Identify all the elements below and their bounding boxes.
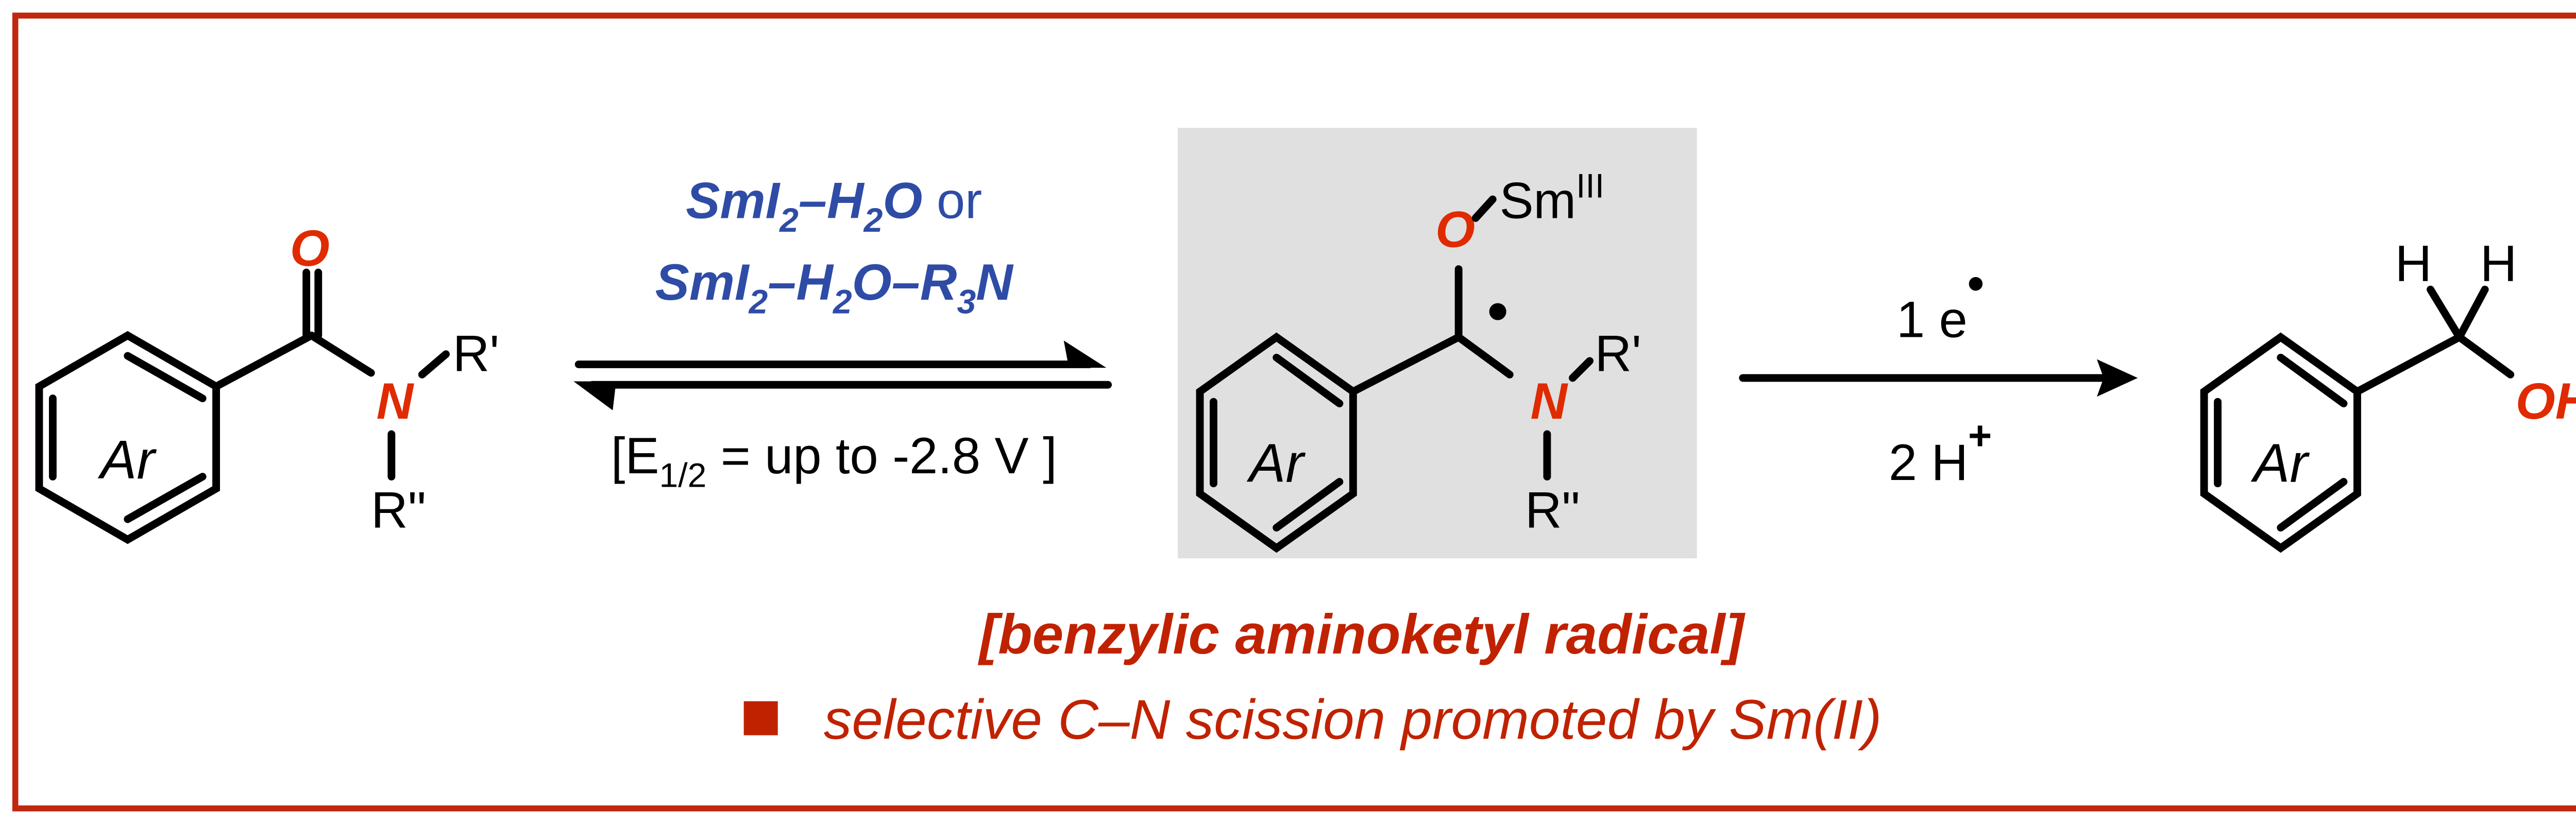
selectivity-note: selective C–N scission promoted by Sm(II…	[824, 688, 1882, 751]
reduction-step: 1 e• 2 H+	[1739, 256, 2138, 491]
reagent-conditions: SmI2–H2O or SmI2–H2O–R3N [E1/2 = up to -…	[573, 172, 1112, 494]
r-double-prime: R"	[1525, 482, 1580, 539]
frame-border	[12, 12, 2576, 812]
amide-nitrogen: N	[377, 373, 415, 430]
hydrogen-1: H	[2395, 235, 2432, 293]
carbonyl-oxygen: O	[290, 220, 330, 277]
ring-label: Ar	[97, 430, 157, 490]
reagent-line-1: SmI2–H2O or	[686, 172, 982, 239]
reactant-amide: Ar O N R' R"	[35, 220, 499, 544]
r-prime: R'	[453, 325, 499, 383]
ring-label: Ar	[2250, 433, 2310, 493]
samarium-label: SmIII	[1499, 167, 1604, 230]
aminoketyl-radical-intermediate: Ar O SmIII N R' R"	[1178, 128, 1697, 559]
product-benzyl-alcohol: Ar H H OH	[2200, 235, 2576, 553]
intermediate-caption: [benzylic aminoketyl radical]	[978, 603, 1746, 666]
bullet-square	[743, 701, 778, 735]
r-prime: R'	[1595, 325, 1641, 383]
nitrogen: N	[1530, 373, 1568, 430]
hydrogen-2: H	[2480, 235, 2517, 293]
electron-label: 1 e•	[1896, 256, 1984, 349]
proton-label: 2 H+	[1889, 413, 1992, 491]
equilibrium-arrows	[573, 340, 1112, 410]
r-double-prime: R"	[371, 482, 426, 539]
arrow-head	[2097, 359, 2138, 397]
hydroxyl: OH	[2516, 373, 2576, 430]
ring-label: Ar	[1246, 433, 1306, 493]
ketyl-oxygen: O	[1435, 201, 1475, 259]
reduction-potential: [E1/2 = up to -2.8 V ]	[611, 427, 1057, 494]
radical-dot	[1489, 303, 1506, 320]
reagent-line-2: SmI2–H2O–R3N	[655, 254, 1014, 321]
